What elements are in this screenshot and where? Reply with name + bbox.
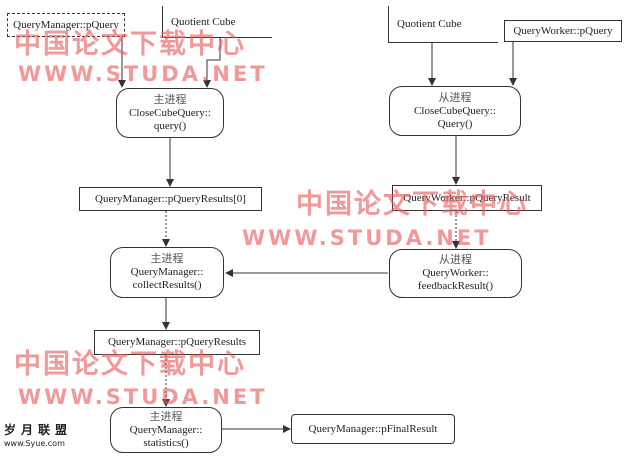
qm-results0-box: QueryManager::pQueryResults[0]: [79, 187, 262, 211]
quotient-cube-right-label: Quotient Cube: [397, 18, 462, 30]
arrow-cube-left-to-main-query: [162, 36, 221, 88]
main-stats-role: 主进程: [149, 410, 183, 423]
qm-final-label: QueryManager::pFinalResult: [308, 422, 438, 435]
main-query-line2: query(): [153, 119, 187, 132]
main-query-process: 主进程 CloseCubeQuery:: query(): [116, 88, 224, 138]
qm-results-box: QueryManager::pQueryResults: [94, 330, 260, 355]
qw-pquery-label: QueryWorker::pQuery: [513, 24, 613, 37]
quotient-cube-left-label: Quotient Cube: [171, 15, 236, 28]
slave-feedback-line1: QueryWorker::: [422, 267, 489, 279]
slave-feedback-line2: feedbackResult(): [417, 280, 494, 292]
main-stats-line2: statistics(): [143, 436, 189, 449]
corner-logo: 岁月联盟 www.Syue.com: [4, 424, 72, 450]
qw-presult-box: QueryWorker::pQueryResult: [392, 185, 542, 211]
main-stats-process: 主进程 QueryManager:: statistics(): [110, 407, 222, 453]
corner-logo-url: www.Syue.com: [4, 439, 65, 448]
qw-presult-label: QueryWorker::pQueryResult: [403, 191, 531, 204]
qm-results-label: QueryManager::pQueryResults: [107, 336, 247, 348]
main-collect-line2: collectResults(): [132, 279, 202, 291]
main-query-role: 主进程: [153, 93, 187, 106]
qm-results0-label: QueryManager::pQueryResults[0]: [95, 192, 246, 205]
slave-query-line1: CloseCubeQuery::: [414, 104, 496, 117]
qm-pquery-label: QueryManager::pQuery: [13, 18, 119, 31]
main-query-line1: CloseCubeQuery::: [129, 106, 211, 119]
main-collect-line1: QueryManager::: [130, 266, 204, 278]
qw-pquery-box: QueryWorker::pQuery: [504, 20, 622, 42]
quotient-cube-right-box: Quotient Cube: [388, 6, 498, 43]
slave-query-role: 从进程: [438, 91, 472, 104]
qm-pquery-box: QueryManager::pQuery: [7, 13, 125, 37]
slave-query-process: 从进程 CloseCubeQuery:: Query(): [389, 86, 521, 136]
main-collect-process: 主进程 QueryManager:: collectResults(): [110, 247, 224, 298]
main-collect-role: 主进程: [150, 253, 184, 265]
qm-final-box: QueryManager::pFinalResult: [291, 414, 455, 444]
slave-feedback-role: 从进程: [439, 254, 472, 266]
main-stats-line1: QueryManager::: [129, 423, 203, 436]
slave-feedback-process: 从进程 QueryWorker:: feedbackResult(): [389, 249, 522, 298]
slave-query-line2: Query(): [437, 117, 473, 130]
quotient-cube-left-box: Quotient Cube: [162, 6, 272, 38]
corner-logo-title: 岁月联盟: [4, 423, 73, 437]
